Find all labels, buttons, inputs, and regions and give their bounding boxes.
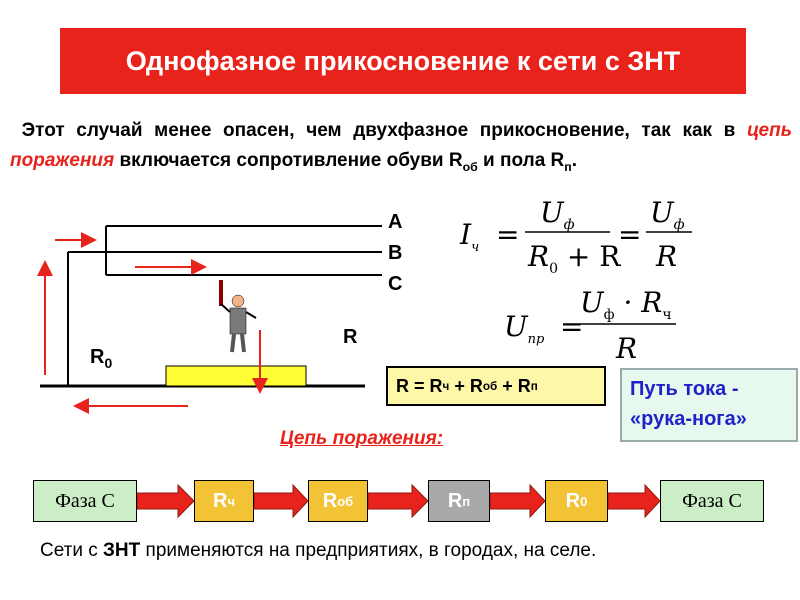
intro-part3: и пола R [477, 150, 565, 171]
formula-eq1: = [496, 218, 519, 251]
formula-num1: Uф [540, 200, 575, 233]
formula-u-lhs: Uпр [504, 310, 545, 347]
chain-title: Цепь поражения: [280, 428, 444, 449]
chain-phase-end: Фаза С [660, 480, 764, 522]
title-banner: Однофазное прикосновение к сети с ЗНТ [60, 28, 746, 94]
intro-part2: включается сопротивление обуви R [114, 150, 463, 171]
formula-den2: R [655, 240, 677, 273]
page-title: Однофазное прикосновение к сети с ЗНТ [125, 45, 681, 76]
intro-part4: . [571, 150, 578, 171]
formula-eq2: = [618, 218, 641, 251]
formula-voltage: Uпр = Uф · Rч R [504, 286, 676, 365]
current-path-box: Путь тока - «рука-нога» [620, 368, 798, 442]
chain-phase-start: Фаза С [33, 480, 137, 522]
arrow-icon [489, 483, 546, 519]
formula-num2: Uф [650, 200, 685, 233]
arrow-icon [136, 483, 195, 519]
formula-eq3: = [560, 310, 583, 343]
phase-label-a: A [388, 211, 402, 233]
path-line1: Путь тока - [630, 378, 739, 400]
arrow-icon [253, 483, 309, 519]
formula-den1: R0 + R [527, 240, 621, 277]
formula-den3: R [615, 332, 637, 365]
chain-arrows [136, 483, 661, 519]
intro-paragraph: Этот случай менее опасен, чем двухфазное… [10, 116, 792, 182]
phase-label-c: C [388, 273, 402, 295]
floor-pad [165, 365, 307, 387]
footer-post: применяются на предприятиях, в городах, … [140, 540, 597, 561]
circuit-diagram: A B C R0 R Iч = Uф R0 + R = Uф R Uпр = U… [37, 200, 692, 414]
r0-label: R0 [90, 346, 112, 371]
path-line2: «рука-нога» [630, 408, 747, 430]
intro-sub-ob: об [462, 159, 478, 174]
footer-pre: Сети с [40, 540, 104, 561]
r-label: R [343, 326, 358, 348]
fb-sub-ch: ч [442, 379, 450, 393]
formula-num3: Uф · Rч [580, 286, 672, 323]
arrow-icon [607, 483, 661, 519]
fb-r: R = R [396, 375, 443, 396]
footer-bold: ЗНТ [103, 540, 141, 561]
fb-plus2: + R [502, 375, 531, 396]
intro-sub-p: п [564, 159, 572, 174]
fb-sub-p: п [530, 379, 538, 393]
formula-current: Iч = Uф R0 + R = Uф R [459, 200, 692, 277]
fb-plus1: + R [454, 375, 483, 396]
formula-i-lhs: Iч [459, 218, 479, 255]
intro-highlight: цепь поражения [10, 120, 792, 171]
fb-sub-ob: об [482, 379, 498, 393]
footer-text: Сети с ЗНТ применяются на предприятиях, … [40, 540, 596, 562]
intro-part1: Этот случай менее опасен, чем двухфазное… [21, 120, 747, 141]
phase-label-b: B [388, 242, 402, 264]
arrow-icon [367, 483, 429, 519]
person-icon [220, 294, 257, 353]
